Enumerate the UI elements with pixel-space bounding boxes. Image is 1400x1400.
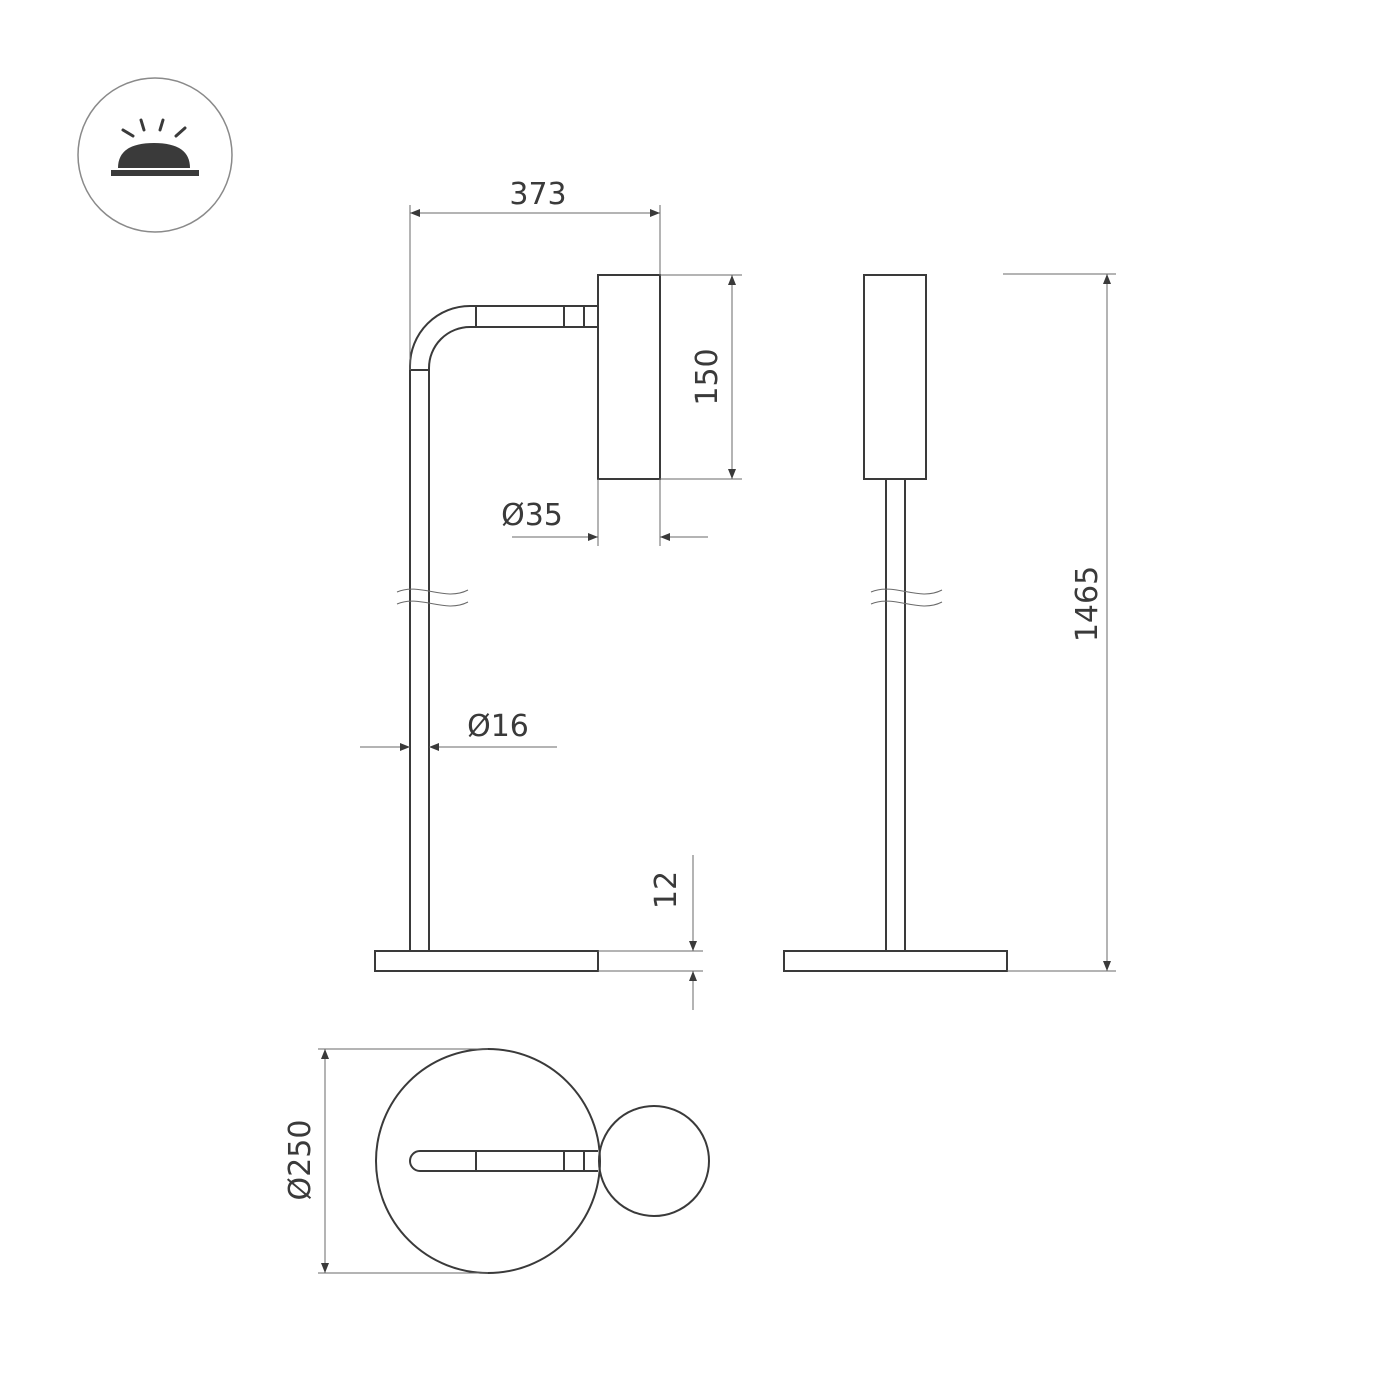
lamp-top-view (375, 1048, 710, 1274)
dimension-arm-length-label: 373 (509, 177, 566, 212)
surface-mount-light-icon (77, 77, 233, 233)
dimension-arm-length: 373 (409, 177, 661, 370)
dimension-total-height-label: 1465 (1070, 566, 1105, 642)
dimension-total-height: 1465 (1003, 273, 1116, 972)
lamp-front-view (783, 274, 1008, 972)
dimension-stem-diameter-label: Ø16 (467, 709, 529, 744)
lamp-side-view (374, 274, 661, 972)
dimension-head-diameter-label: Ø35 (501, 498, 563, 533)
dimension-base-diameter: Ø250 (283, 1048, 488, 1274)
dimension-base-diameter-label: Ø250 (283, 1120, 318, 1201)
dimension-stem-diameter: Ø16 (360, 709, 557, 751)
dimension-base-thickness: 12 (598, 855, 703, 1010)
dimension-base-thickness-label: 12 (649, 871, 684, 909)
dimension-head-height: 150 (660, 274, 742, 480)
dimension-head-height-label: 150 (690, 348, 725, 405)
dimension-head-diameter: Ø35 (501, 479, 708, 546)
